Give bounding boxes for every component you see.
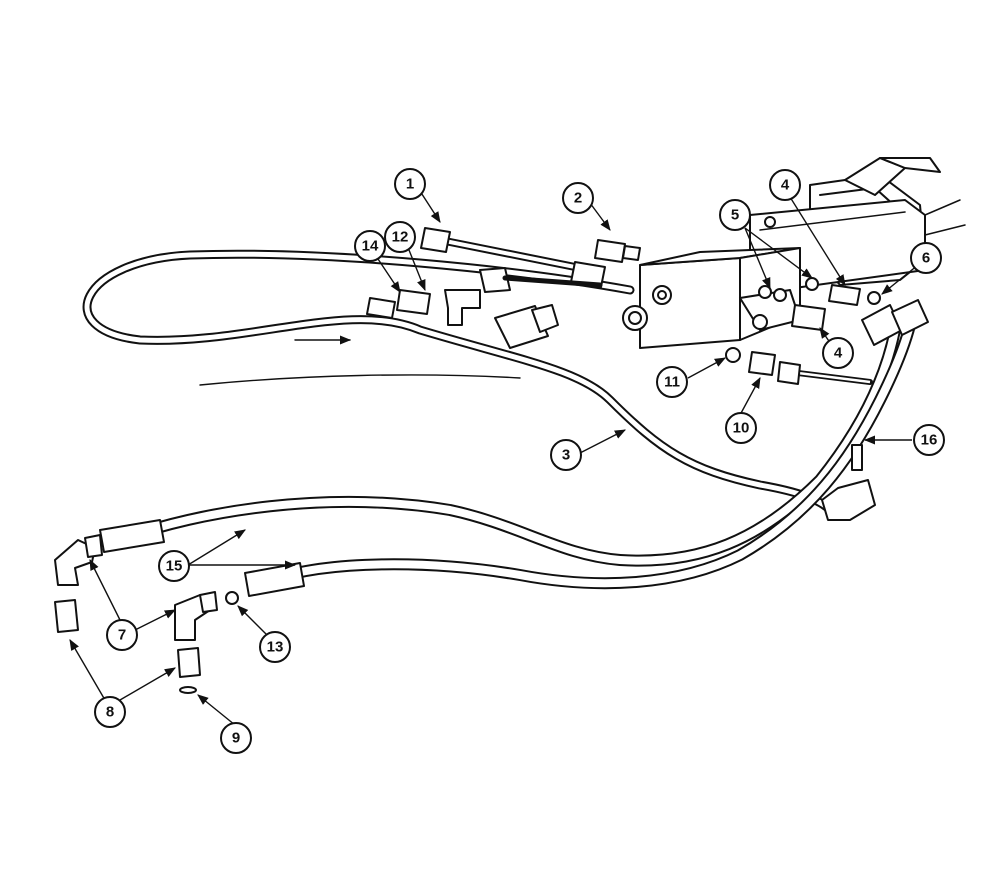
callout-12: 12 bbox=[384, 221, 416, 253]
svg-text:16: 16 bbox=[921, 432, 938, 449]
svg-text:12: 12 bbox=[392, 229, 409, 246]
fittings-left-group bbox=[366, 267, 603, 349]
washer-11 bbox=[725, 347, 741, 363]
svg-text:9: 9 bbox=[232, 730, 240, 747]
callout-7: 7 bbox=[106, 619, 138, 651]
svg-text:5: 5 bbox=[731, 207, 739, 224]
valve-block bbox=[622, 247, 801, 349]
left-fittings bbox=[54, 534, 239, 694]
svg-text:8: 8 bbox=[106, 704, 114, 721]
svg-text:15: 15 bbox=[166, 558, 183, 575]
hoses-pair bbox=[99, 299, 929, 597]
svg-text:14: 14 bbox=[362, 238, 379, 255]
callout-5: 5 bbox=[719, 199, 751, 231]
svg-text:7: 7 bbox=[118, 627, 126, 644]
callout-4-top: 4 bbox=[769, 169, 801, 201]
svg-text:6: 6 bbox=[922, 250, 930, 267]
callout-3: 3 bbox=[550, 439, 582, 471]
fitting-2 bbox=[594, 239, 626, 263]
callout-14: 14 bbox=[354, 230, 386, 262]
callout-15: 15 bbox=[158, 550, 190, 582]
callout-9: 9 bbox=[220, 722, 252, 754]
callout-1: 1 bbox=[394, 168, 426, 200]
leader-lines bbox=[69, 187, 919, 726]
svg-text:1: 1 bbox=[406, 176, 414, 193]
fittings-right-group bbox=[758, 277, 881, 331]
callout-6: 6 bbox=[910, 242, 942, 274]
svg-text:13: 13 bbox=[267, 639, 284, 656]
svg-text:4: 4 bbox=[834, 345, 843, 362]
hose-loop bbox=[82, 249, 835, 515]
svg-text:11: 11 bbox=[664, 374, 680, 391]
fitting-10 bbox=[748, 351, 776, 376]
callout-11: 11 bbox=[656, 366, 688, 398]
svg-text:3: 3 bbox=[562, 447, 570, 464]
svg-text:2: 2 bbox=[574, 190, 582, 207]
callout-2: 2 bbox=[562, 182, 594, 214]
callout-13: 13 bbox=[259, 631, 291, 663]
callout-16: 16 bbox=[913, 424, 945, 456]
tube-part bbox=[420, 227, 606, 288]
callout-8: 8 bbox=[94, 696, 126, 728]
svg-text:10: 10 bbox=[733, 420, 750, 437]
callout-4-bottom: 4 bbox=[822, 337, 854, 369]
callout-10: 10 bbox=[725, 412, 757, 444]
svg-text:4: 4 bbox=[781, 177, 790, 194]
